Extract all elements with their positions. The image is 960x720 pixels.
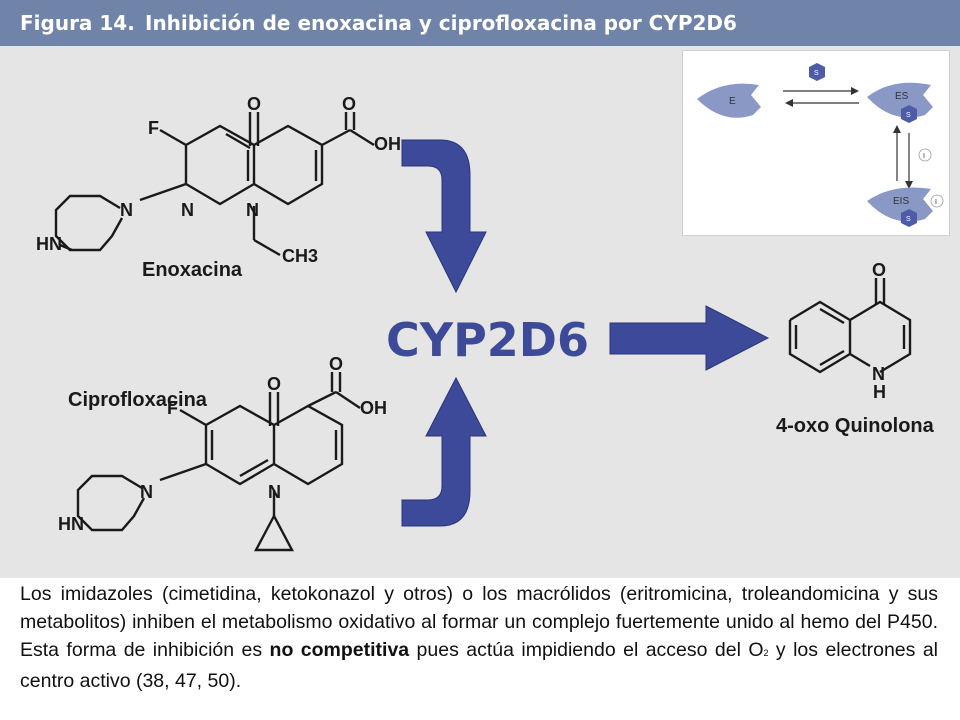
label-i-free: I	[923, 153, 925, 160]
reaction-diagram: O O OH F N N N HN CH3 Enoxacina O O OH F…	[36, 94, 935, 552]
enox-oh: OH	[374, 134, 401, 154]
cipro-hn: HN	[58, 514, 84, 534]
figure-label: Figura 14.	[20, 11, 135, 35]
caption-text-3: y los electrones al centro activo (38, 4…	[20, 639, 938, 692]
label-eis: EIS	[893, 196, 909, 207]
ciprofloxacina-structure	[76, 372, 361, 552]
label-es: ES	[895, 91, 909, 102]
figure-title-bar: Figura 14. Inhibición de enoxacina y cip…	[0, 0, 960, 46]
label-e: E	[729, 96, 736, 107]
enzyme-label: CYP2D6	[386, 313, 589, 367]
label-i-bound: I	[935, 199, 937, 206]
curved-arrow-up	[401, 376, 487, 527]
cipro-oh: OH	[360, 398, 387, 418]
inhibition-scheme-inset: E S ES S I EIS S I	[682, 50, 950, 236]
label-s-top: S	[814, 70, 819, 77]
caption-text-1: Los imidazoles (cimetidina, ketokonazol …	[20, 583, 938, 661]
cipro-o-ketone: O	[267, 374, 281, 394]
quin-h: H	[873, 382, 886, 402]
cipro-fluorine: F	[167, 398, 178, 418]
label-s-es: S	[906, 112, 911, 119]
straight-arrow-right	[609, 305, 770, 371]
label-s-eis: S	[906, 216, 911, 223]
enox-o-ketone: O	[247, 94, 261, 114]
quin-n: N	[872, 364, 885, 384]
enox-hn: HN	[36, 234, 62, 254]
caption-bold: no competitiva	[269, 639, 410, 661]
enzyme-e-shape	[697, 83, 761, 118]
enoxacina-label: Enoxacina	[142, 259, 243, 281]
caption-subscript: 2	[763, 648, 769, 658]
enox-ch3: CH3	[282, 246, 318, 266]
ciprofloxacina-label: Ciprofloxacina	[68, 389, 208, 411]
quin-oxygen: O	[872, 260, 886, 280]
product-label: 4-oxo Quinolona	[776, 415, 935, 437]
caption-text-2: pues actúa impidiendo el acceso del O	[409, 639, 764, 661]
substrate-top	[809, 63, 825, 81]
enox-n-pip: N	[120, 200, 133, 220]
enox-fluorine: F	[148, 118, 159, 138]
enoxacina-structure	[54, 112, 375, 257]
figure-title: Inhibición de enoxacina y ciprofloxacina…	[145, 11, 737, 35]
cipro-n1: N	[268, 482, 281, 502]
enox-n1: N	[181, 200, 194, 220]
enox-n2: N	[246, 200, 259, 220]
enox-o-acid: O	[342, 94, 356, 114]
caption-paragraph: Los imidazoles (cimetidina, ketokonazol …	[20, 580, 938, 695]
curved-arrow-down	[401, 139, 487, 294]
quinolona-structure	[788, 278, 912, 374]
inhibition-scheme: E S ES S I EIS S I	[697, 63, 944, 227]
cipro-n-pip: N	[140, 482, 153, 502]
cipro-o-acid: O	[329, 354, 343, 374]
